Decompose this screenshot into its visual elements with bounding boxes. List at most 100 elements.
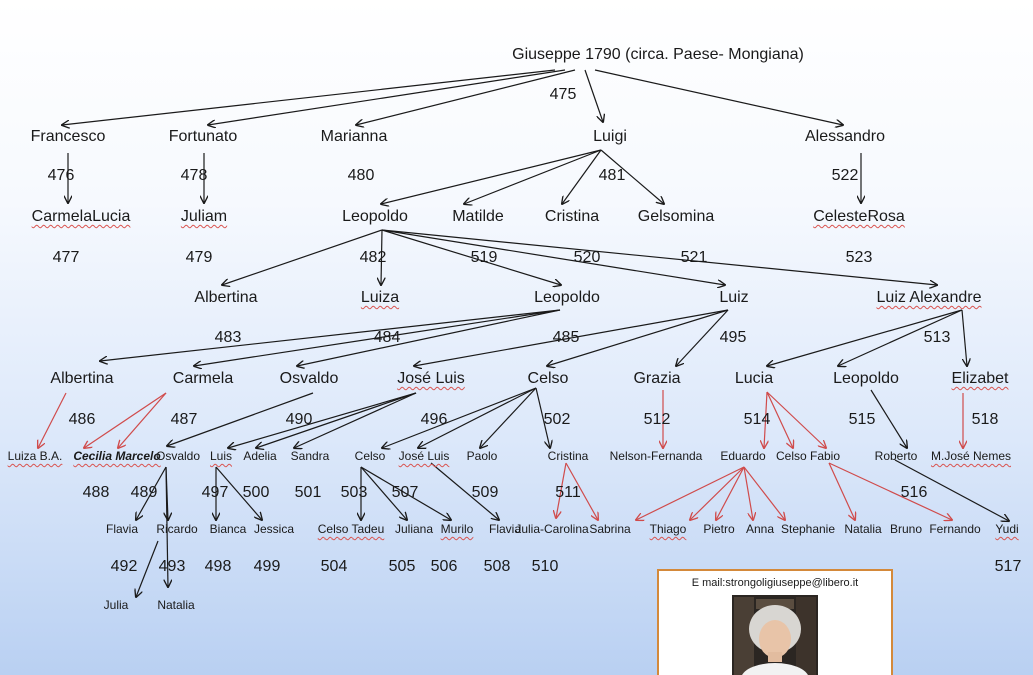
- tree-link-arrow: [381, 229, 561, 285]
- record-number: 508: [483, 558, 511, 575]
- tree-link-arrow: [166, 466, 168, 587]
- record-number: 513: [923, 329, 951, 346]
- tree-link-arrow: [535, 387, 550, 448]
- person-name: Leopoldo: [342, 208, 408, 225]
- tree-link-arrow: [118, 392, 167, 448]
- person-name: Lucia: [734, 370, 774, 387]
- record-number: 496: [420, 411, 448, 428]
- person-name: Julia: [103, 598, 129, 612]
- record-number: 478: [180, 167, 208, 184]
- tree-link-arrow: [764, 391, 767, 448]
- person-name: Murilo: [440, 522, 474, 536]
- person-name: Thiago: [649, 522, 687, 536]
- record-number: 479: [185, 249, 213, 266]
- person-name: José Luis: [398, 449, 450, 463]
- person-name: Natalia: [157, 598, 195, 612]
- person-name: Paolo: [466, 449, 498, 463]
- tree-link-arrow: [382, 387, 537, 448]
- person-name: Luiza B.A.: [7, 449, 63, 463]
- record-number: 499: [253, 558, 281, 575]
- person-name: Stephanie: [780, 522, 836, 536]
- record-number: 503: [340, 484, 368, 501]
- person-name: Celso: [527, 370, 569, 387]
- record-number: 480: [347, 167, 375, 184]
- person-name: Osvaldo: [279, 370, 339, 387]
- person-name: Cristina: [544, 208, 600, 225]
- record-number: 475: [549, 86, 577, 103]
- tree-link-arrow: [381, 229, 937, 285]
- person-name: Alessandro: [804, 128, 886, 145]
- record-number: 514: [743, 411, 771, 428]
- contact-card: E mail:strongoligiuseppe@libero.it: [657, 569, 893, 675]
- record-number: 504: [320, 558, 348, 575]
- record-number: 501: [294, 484, 322, 501]
- person-name: Elizabet: [951, 370, 1009, 387]
- person-name: Juliam: [180, 208, 228, 225]
- record-number: 509: [471, 484, 499, 501]
- person-name: Adelia: [243, 449, 277, 463]
- tree-link-arrow: [208, 69, 566, 125]
- tree-link-arrow: [480, 387, 537, 448]
- person-name: Luis: [209, 449, 233, 463]
- record-number: 488: [82, 484, 110, 501]
- tree-link-arrow: [194, 309, 561, 366]
- record-number: 518: [971, 411, 999, 428]
- person-name: Osvaldo: [155, 449, 201, 463]
- person-name: Celso Tadeu: [317, 522, 385, 536]
- record-number: 492: [110, 558, 138, 575]
- tree-link-arrow: [743, 466, 753, 520]
- person-name: Jessica: [253, 522, 295, 536]
- person-name: Pietro: [703, 522, 735, 536]
- record-number: 511: [555, 484, 581, 501]
- record-number: 500: [242, 484, 270, 501]
- person-name: Albertina: [50, 370, 114, 387]
- record-number: 507: [391, 484, 419, 501]
- person-name: Giuseppe 1790 (circa. Paese- Mongiana): [512, 46, 804, 63]
- tree-link-arrow: [62, 69, 556, 125]
- person-name: Leopoldo: [833, 370, 899, 387]
- tree-link-arrow: [766, 391, 793, 448]
- tree-link-arrow: [256, 392, 417, 448]
- tree-link-arrow: [381, 229, 725, 285]
- record-number: 510: [531, 558, 559, 575]
- tree-link-arrow: [600, 149, 664, 204]
- tree-link-arrow: [584, 69, 603, 122]
- record-number: 517: [994, 558, 1022, 575]
- tree-link-arrow: [828, 462, 855, 520]
- record-number: 490: [285, 411, 313, 428]
- record-number: 506: [430, 558, 458, 575]
- tree-link-arrow: [767, 309, 963, 366]
- record-number: 497: [201, 484, 229, 501]
- tree-link-arrow: [294, 392, 417, 448]
- person-name: Cristina: [547, 449, 589, 463]
- record-number: 476: [47, 167, 75, 184]
- record-number: 505: [388, 558, 416, 575]
- email-text: E mail:strongoligiuseppe@libero.it: [691, 577, 859, 589]
- person-name: Francesco: [30, 128, 106, 145]
- tree-link-arrow: [464, 149, 602, 204]
- record-number: 489: [130, 484, 158, 501]
- person-name: Nelson-Fernanda: [609, 449, 703, 463]
- record-number: 515: [848, 411, 876, 428]
- record-number: 484: [373, 329, 401, 346]
- tree-link-arrow: [418, 387, 537, 448]
- person-name: Fortunato: [168, 128, 238, 145]
- person-name: Sabrina: [589, 522, 631, 536]
- record-number: 493: [158, 558, 186, 575]
- tree-link-arrow: [38, 392, 67, 448]
- record-number: 521: [680, 249, 708, 266]
- person-name: Ricardo: [156, 522, 198, 536]
- record-number: 486: [68, 411, 96, 428]
- record-number: 482: [359, 249, 387, 266]
- person-name: Carmela: [172, 370, 234, 387]
- tree-link-arrow: [222, 229, 383, 285]
- person-name: Luigi: [593, 128, 627, 145]
- record-number: 483: [214, 329, 242, 346]
- tree-link-arrow: [360, 466, 451, 520]
- tree-link-arrow: [84, 392, 167, 448]
- tree-link-arrow: [360, 466, 407, 520]
- tree-link-arrow: [690, 466, 745, 520]
- record-number: 516: [900, 484, 928, 501]
